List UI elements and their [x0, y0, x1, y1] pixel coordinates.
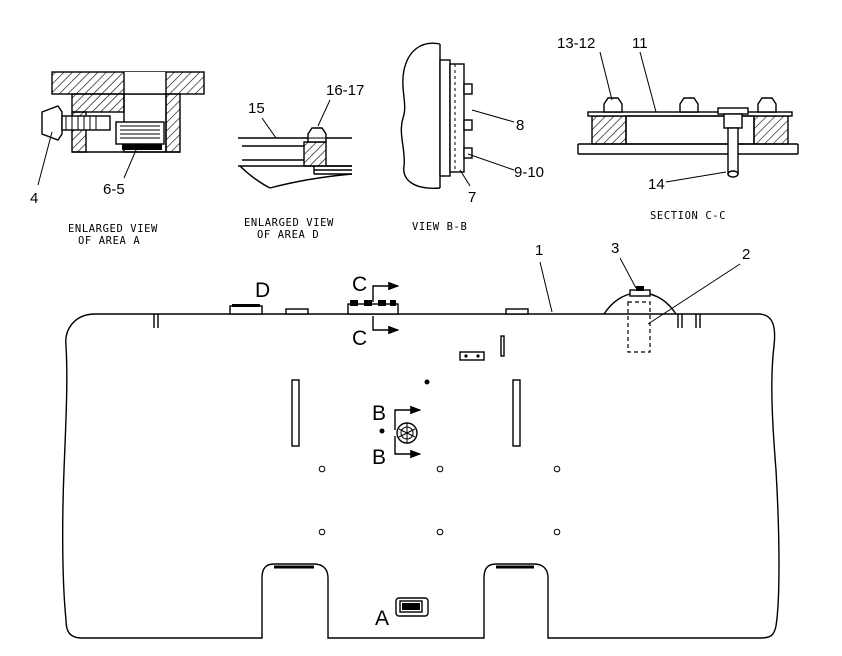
callout-4: 4 — [30, 190, 38, 207]
callout-6-5: 6-5 — [103, 181, 125, 198]
callout-7: 7 — [468, 189, 476, 206]
caption-area-d-line2: OF AREA D — [257, 229, 319, 241]
callout-14: 14 — [648, 176, 665, 193]
detail-section-c — [577, 51, 799, 183]
callout-2: 2 — [742, 246, 750, 263]
caption-view-b: VIEW B-B — [412, 221, 467, 233]
callout-15: 15 — [248, 100, 265, 117]
caption-area-a-line1: ENLARGED VIEW — [68, 223, 158, 235]
marker-d: D — [255, 279, 270, 302]
marker-c-bottom: C — [352, 327, 367, 350]
caption-section-c: SECTION C-C — [650, 210, 726, 222]
detail-area-a — [37, 71, 205, 186]
caption-area-a-line2: OF AREA A — [78, 235, 140, 247]
callout-11: 11 — [632, 35, 648, 52]
callout-9-10: 9-10 — [514, 164, 544, 181]
marker-b-bottom: B — [372, 446, 386, 469]
callout-13-12: 13-12 — [557, 35, 595, 52]
callout-1: 1 — [535, 242, 543, 259]
callout-3: 3 — [611, 240, 619, 257]
marker-c-top: C — [352, 273, 367, 296]
marker-a: A — [375, 607, 389, 630]
detail-area-d — [238, 99, 353, 189]
main-plate — [61, 257, 780, 639]
callout-16-17: 16-17 — [326, 82, 364, 99]
detail-view-b — [400, 42, 515, 189]
callout-8: 8 — [516, 117, 524, 134]
caption-area-d-line1: ENLARGED VIEW — [244, 217, 334, 229]
marker-b-top: B — [372, 402, 386, 425]
